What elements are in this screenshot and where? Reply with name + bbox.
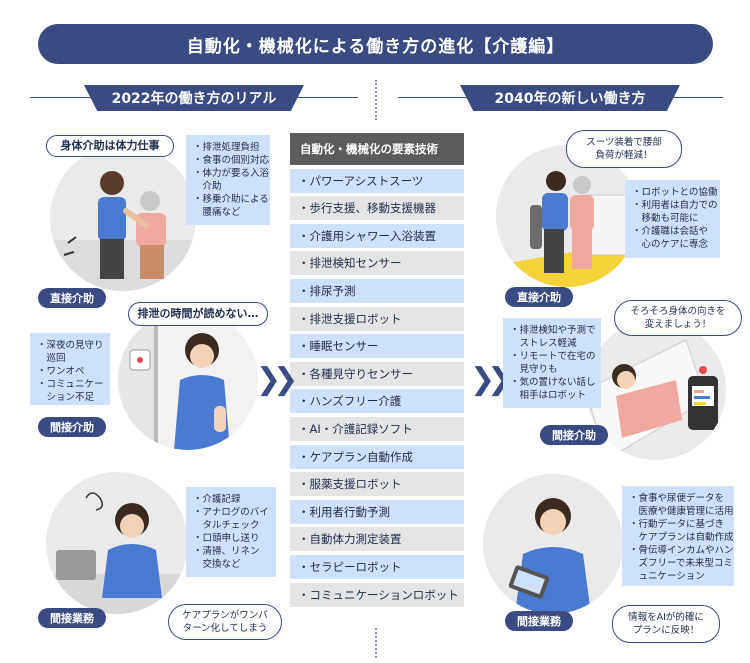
indirect-work-future-bubble: 情報をAIが的確に プランに反映！ <box>612 605 720 643</box>
indirect-work-bubble: ケアプランがワンパ ターン化してしまう <box>168 604 282 640</box>
tech-item: ・排泄支援ロボット <box>290 306 464 331</box>
left-header-line-right <box>290 97 358 98</box>
indirect-care-future-notes: ・排泄検知や予測で ストレス軽減 ・リモートで在宅の 見守りも ・気の置けない話… <box>503 318 601 408</box>
chevron-right-icon: ❯❯ <box>256 362 298 397</box>
left-header-line <box>30 97 100 98</box>
direct-care-future-notes: ・ロボットとの協働 ・利用者は自力での 移動も可能に ・介護職は会話や 心のケア… <box>625 180 720 258</box>
tech-item: ・排尿予測 <box>290 278 464 303</box>
tech-list: 自動化・機械化の要素技術 ・パワーアシストスーツ ・歩行支援、移動支援機器 ・介… <box>290 133 464 607</box>
direct-care-future-label: 直接介助 <box>505 287 573 307</box>
direct-care-future-bubble: スーツ装着で腰部 負荷が軽減！ <box>566 130 682 168</box>
tech-item: ・コミュニケーションロボット <box>290 582 464 607</box>
indirect-work-future-notes: ・食事や尿便データを 医療や健康管理に活用 ・行動データに基づき ケアプランは自… <box>622 486 734 586</box>
indirect-care-future-bubble: そろそろ身体の向きを 変えましょう！ <box>614 300 742 336</box>
indirect-work-label: 間接業務 <box>38 608 106 628</box>
tech-list-header: 自動化・機械化の要素技術 <box>290 133 464 165</box>
tech-item: ・ケアプラン自動作成 <box>290 444 464 469</box>
right-header-line <box>398 97 473 98</box>
indirect-care-illustration <box>118 310 258 450</box>
right-column-header: 2040年の新しい働き方 <box>460 85 680 111</box>
tech-item: ・パワーアシストスーツ <box>290 168 464 193</box>
indirect-work-future-label: 間接業務 <box>505 611 573 631</box>
tech-item: ・ハンズフリー介護 <box>290 389 464 414</box>
center-divider-bottom <box>375 628 377 658</box>
right-header-line-right <box>668 97 723 98</box>
direct-care-future-illustration <box>496 145 638 287</box>
chevron-right-icon: ❯❯ <box>470 362 512 397</box>
tech-item: ・利用者行動予測 <box>290 499 464 524</box>
page-title: 自動化・機械化による働き方の進化【介護編】 <box>38 24 713 64</box>
tech-item: ・各種見守りセンサー <box>290 361 464 386</box>
tech-item: ・セラピーロボット <box>290 554 464 579</box>
indirect-care-bubble: 排泄の時間が読めない… <box>128 302 268 326</box>
direct-care-label: 直接介助 <box>38 288 106 308</box>
indirect-work-notes: ・介護記録 ・アナログのバイ タルチェック ・口頭申し送り ・清掃、リネン 交換… <box>186 487 276 577</box>
direct-care-notes: ・排泄処理負担 ・食事の個別対応 ・体力が要る入浴 介助 ・移乗介助による 腰痛… <box>186 135 270 225</box>
indirect-work-illustration <box>46 472 188 614</box>
tech-item: ・睡眠センサー <box>290 334 464 359</box>
tech-item: ・歩行支援、移動支援機器 <box>290 196 464 221</box>
indirect-work-future-illustration <box>483 474 623 614</box>
indirect-care-future-illustration <box>586 320 726 460</box>
tech-item: ・自動体力測定装置 <box>290 527 464 552</box>
indirect-care-future-label: 間接介助 <box>540 425 608 445</box>
tech-item: ・介護用シャワー入浴装置 <box>290 223 464 248</box>
left-column-header: 2022年の働き方のリアル <box>84 85 304 111</box>
indirect-care-label: 間接介助 <box>38 417 106 437</box>
indirect-care-notes: ・深夜の見守り 巡回 ・ワンオペ ・コミュニケー ション不足 <box>30 333 110 405</box>
tech-item: ・AI・介護記録ソフト <box>290 416 464 441</box>
direct-care-illustration <box>50 145 196 291</box>
direct-care-bubble: 身体介助は体力仕事 <box>46 135 174 157</box>
tech-item: ・排泄検知センサー <box>290 251 464 276</box>
tech-item: ・服薬支援ロボット <box>290 472 464 497</box>
center-divider-top <box>375 80 377 120</box>
